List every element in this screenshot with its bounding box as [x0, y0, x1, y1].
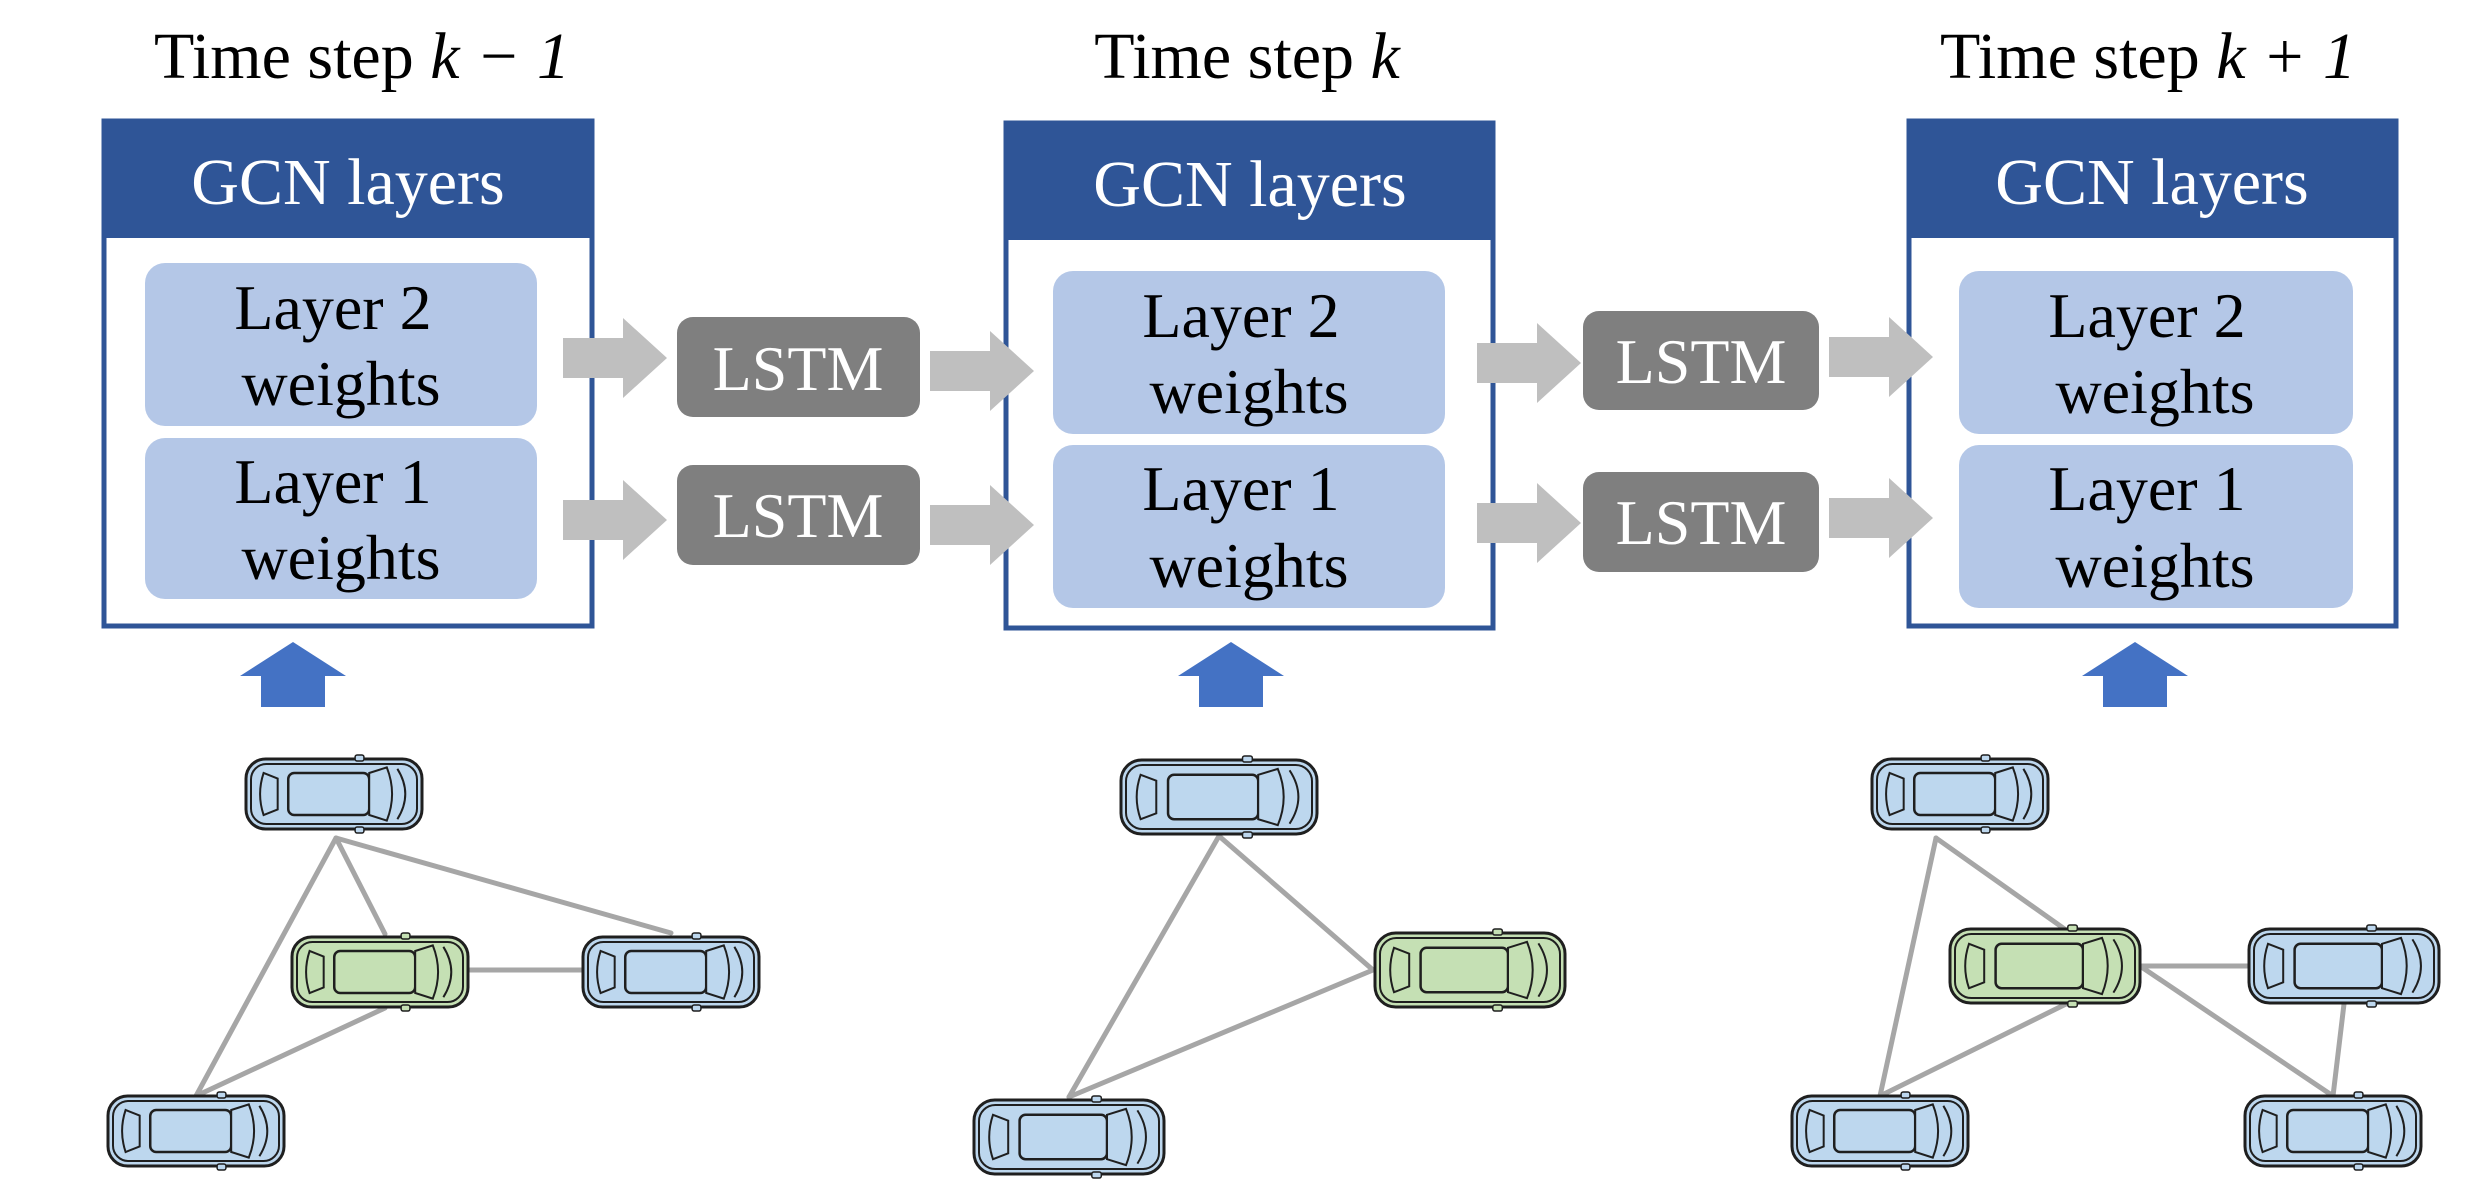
layer1-weights-box	[1959, 445, 2353, 608]
graph-edge	[333, 835, 674, 936]
gcn-header-bar	[104, 121, 592, 238]
neighbor-vehicle-icon	[2247, 924, 2441, 1008]
graph-edge	[1933, 835, 2069, 933]
lstm-label: LSTM	[713, 333, 884, 404]
lstm-block: LSTM	[1583, 472, 1819, 572]
graph-edge	[193, 835, 339, 1099]
layer2-weights-label: Layer 2 weights	[2048, 280, 2261, 427]
ego-vehicle-icon	[1373, 928, 1567, 1012]
vehicle-graph-time-step-k-minus-1	[106, 754, 761, 1171]
layer2-weights-label: Layer 2 weights	[234, 272, 447, 419]
layer2-weights-label: Layer 2 weights	[1142, 280, 1355, 427]
graph-edge	[1877, 835, 1939, 1099]
layer1-weights-box	[1053, 445, 1445, 608]
graph-edge	[193, 1005, 388, 1099]
panel-title: Time step k − 1	[154, 20, 570, 93]
connector-arrows	[563, 317, 1933, 565]
layer1-weights-label: Layer 1 weights	[234, 446, 447, 593]
neighbor-vehicle-icon	[244, 754, 424, 834]
input-arrow-icon	[2082, 642, 2188, 707]
arrow-right-icon	[930, 485, 1034, 565]
graph-edge	[1216, 833, 1376, 973]
panel-time-step-k-minus-1: Time step k − 1 GCN layers Layer 2 weigh…	[101, 20, 595, 707]
arrow-right-icon	[1829, 478, 1933, 558]
ego-vehicle-icon	[290, 932, 470, 1012]
neighbor-vehicle-icon	[1870, 754, 2050, 834]
neighbor-vehicle-icon	[972, 1095, 1166, 1179]
vehicle-graph-time-step-k	[972, 755, 1567, 1179]
graph-edge	[2330, 1001, 2347, 1099]
layer1-weights-label: Layer 1 weights	[2048, 453, 2261, 601]
input-arrow-icon	[1178, 642, 1284, 707]
panel-time-step-k: Time step k GCN layers Layer 2 weights L…	[1003, 20, 1496, 707]
lstm-block: LSTM	[1583, 311, 1819, 410]
layer2-weights-box	[1053, 271, 1445, 434]
neighbor-vehicle-icon	[106, 1091, 286, 1171]
neighbor-vehicle-icon	[1119, 755, 1319, 839]
panel-time-step-k-plus-1: Time step k + 1 GCN layers Layer 2 weigh…	[1906, 20, 2399, 707]
arrow-right-icon	[930, 331, 1034, 411]
vehicle-graph-time-step-k-plus-1	[1790, 754, 2441, 1171]
layer2-weights-box	[145, 263, 537, 426]
arrow-right-icon	[1477, 323, 1581, 403]
graph-edge	[333, 835, 388, 937]
lstm-label: LSTM	[1616, 326, 1787, 397]
layer1-weights-box	[145, 438, 537, 599]
lstm-label: LSTM	[713, 480, 884, 551]
lstm-label: LSTM	[1616, 487, 1787, 558]
graph-edge	[1066, 967, 1376, 1100]
input-arrow-icon	[240, 642, 346, 707]
neighbor-vehicle-icon	[1790, 1091, 1970, 1171]
lstm-blocks: LSTM LSTM LSTM LSTM	[677, 311, 1819, 572]
lstm-block: LSTM	[677, 317, 920, 417]
layer1-weights-label: Layer 1 weights	[1142, 453, 1355, 601]
graph-edge	[1877, 1001, 2069, 1099]
gcn-header-bar	[1006, 123, 1493, 240]
panel-title: Time step k + 1	[1940, 20, 2356, 93]
ego-vehicle-icon	[1948, 924, 2142, 1008]
panel-title: Time step k	[1094, 20, 1401, 93]
neighbor-vehicle-icon	[2243, 1091, 2423, 1171]
gcn-header-label: GCN layers	[191, 146, 504, 219]
gcn-header-bar	[1909, 121, 2396, 238]
graph-edge	[2137, 963, 2336, 1099]
arrow-right-icon	[1477, 483, 1581, 563]
arrow-right-icon	[1829, 317, 1933, 397]
gcn-header-label: GCN layers	[1995, 146, 2308, 219]
arrow-right-icon	[563, 318, 667, 398]
layer2-weights-box	[1959, 271, 2353, 434]
lstm-block: LSTM	[677, 465, 920, 565]
neighbor-vehicle-icon	[581, 932, 761, 1012]
gcn-header-label: GCN layers	[1093, 148, 1406, 221]
arrow-right-icon	[563, 480, 667, 560]
graph-edge	[1066, 833, 1222, 1100]
